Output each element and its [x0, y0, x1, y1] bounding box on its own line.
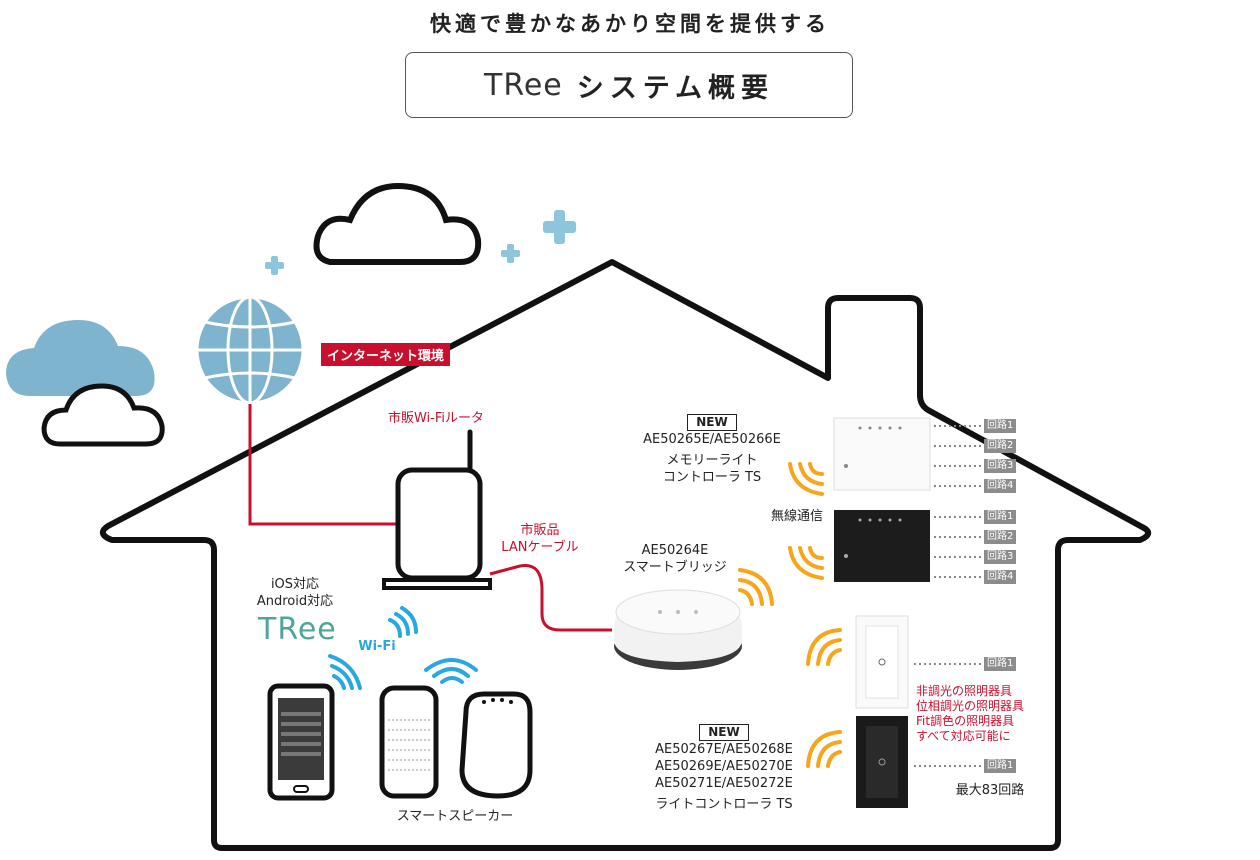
cloud-icon: [313, 182, 482, 265]
router-icon: [382, 429, 492, 590]
sparkle-icon: [265, 210, 576, 275]
memory-name-line2: コントローラ TS: [662, 470, 762, 485]
light-name: ライトコントローラ TS: [655, 797, 793, 812]
light-models-3: AE50271E/AE50272E: [655, 776, 793, 791]
note-line-4: すべて対応可能に: [916, 729, 1011, 743]
ios-label: iOS対応: [270, 577, 320, 592]
light-models-2: AE50269E/AE50270E: [655, 759, 793, 774]
tree-app-logo: TRee: [258, 612, 337, 647]
smart-speaker-dome-icon: [459, 691, 533, 799]
cloud-icon: [6, 320, 155, 396]
lan-cable-label-line2: LANケーブル: [501, 540, 579, 555]
light-controller-white-switch: [855, 615, 909, 709]
page-title: システム概要: [576, 72, 774, 104]
note-line-2: 位相調光の照明器具: [916, 699, 1025, 713]
lan-cable-label: 市販品 LANケーブル: [500, 522, 580, 556]
circuit-tag: 回路3: [984, 459, 1017, 473]
wireless-label: 無線通信: [770, 509, 823, 524]
smart-bridge-icon: [614, 589, 742, 670]
globe-icon: [195, 295, 305, 405]
lan-cable-label-line1: 市販品: [520, 523, 560, 538]
compatibility-note: 非調光の照明器具 位相調光の照明器具 Fit調色の照明器具 すべて対応可能に: [916, 684, 1036, 744]
app-support-label: iOS対応 Android対応: [236, 576, 354, 610]
memory-controller-white-panel: [833, 417, 931, 491]
title-box: TRee システム概要: [405, 52, 853, 118]
circuit-tag: 回路1: [984, 419, 1017, 433]
circuit-connectors: [914, 425, 982, 767]
circuit-tag: 回路1: [984, 759, 1017, 773]
circuit-tag: 回路3: [984, 550, 1017, 564]
bridge-label: AE50264E スマートブリッジ: [610, 542, 740, 576]
memory-controller-label: NEW AE50265E/AE50266E メモリーライト コントローラ TS: [632, 414, 792, 486]
bridge-model: AE50264E: [641, 543, 709, 558]
light-models-1: AE50267E/AE50268E: [655, 742, 793, 757]
internet-line: [248, 404, 398, 526]
circuit-tag: 回路4: [984, 479, 1017, 493]
circuit-tag: 回路2: [984, 439, 1017, 453]
light-controller-label: NEW AE50267E/AE50268E AE50269E/AE50270E …: [644, 724, 804, 813]
internet-label: インターネット環境: [321, 343, 451, 366]
circuit-tag: 回路4: [984, 570, 1017, 584]
smart-speaker-cylinder-icon: [379, 685, 439, 799]
new-badge: NEW: [699, 724, 749, 741]
tagline: 快適で豊かなあかり空間を提供する: [430, 12, 830, 36]
memory-name-line1: メモリーライト: [666, 453, 758, 468]
speaker-label: スマートスピーカー: [396, 809, 514, 824]
house-outline: [99, 259, 1152, 851]
wifi-waves-icon: [328, 606, 478, 690]
new-badge: NEW: [687, 414, 737, 431]
note-line-1: 非調光の照明器具: [916, 684, 1013, 698]
memory-models: AE50265E/AE50266E: [643, 432, 781, 447]
circuit-tag: 回路2: [984, 530, 1017, 544]
note-line-3: Fit調色の照明器具: [916, 714, 1015, 728]
bridge-name: スマートブリッジ: [623, 560, 727, 575]
smartphone-icon: [267, 683, 335, 801]
android-label: Android対応: [256, 594, 334, 609]
max-circuits-label: 最大83回路: [955, 783, 1025, 798]
circuit-tag: 回路1: [984, 510, 1017, 524]
router-label: 市販Wi-Fiルータ: [387, 411, 484, 426]
circuit-tag: 回路1: [984, 657, 1017, 671]
tree-logo: TRee: [484, 67, 563, 103]
memory-controller-black-panel: [834, 510, 930, 582]
wireless-waves-icon: [738, 462, 842, 768]
lan-cable: [489, 564, 612, 632]
cloud-icon: [41, 383, 165, 447]
light-controller-black-switch: [856, 716, 908, 808]
wifi-label: Wi-Fi: [358, 639, 396, 654]
